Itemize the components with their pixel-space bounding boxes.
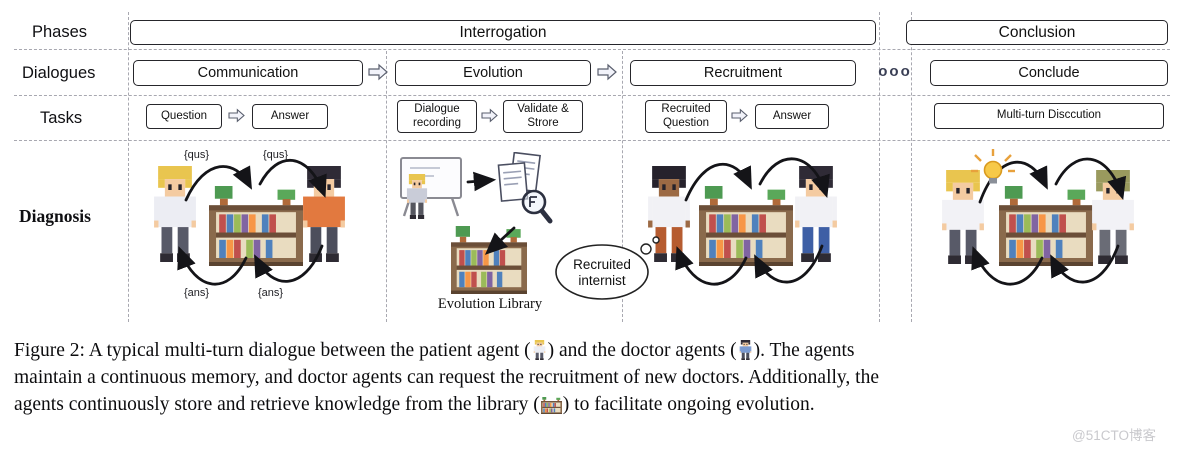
patient-agent-character	[942, 170, 984, 264]
divider-dialogues-tasks	[14, 95, 1170, 96]
ans-label-2: {ans}	[258, 287, 284, 299]
senior-doctor-character	[1092, 170, 1134, 264]
caption-text: Figure 2: A typical multi-turn dialogue …	[14, 340, 531, 361]
divider-evolution-recruitment	[622, 51, 623, 322]
bookshelf-icon	[999, 186, 1093, 266]
dialogue-box-communication: Communication	[133, 60, 363, 86]
dialogue-box-evolution: Evolution	[395, 60, 591, 86]
caption-line-2: maintain a continuous memory, and doctor…	[14, 367, 879, 388]
task-box-validate-store: Validate & Strore	[503, 100, 583, 133]
caption-text: agents continuously store and retrieve k…	[14, 394, 540, 415]
ans-label-1: {ans}	[184, 287, 210, 299]
qus-label-1: {qus}	[184, 149, 210, 161]
caption-line-3: agents continuously store and retrieve k…	[14, 394, 815, 416]
doctor-agent-character	[303, 166, 345, 262]
recorder-agent-character	[406, 174, 428, 219]
bubble-text-line2: internist	[578, 273, 626, 288]
task-box-answer: Answer	[252, 104, 328, 129]
bookshelf-icon	[209, 186, 303, 266]
doctor-agent-character	[795, 166, 837, 262]
caption-line-1: Figure 2: A typical multi-turn dialogue …	[14, 340, 855, 362]
divider-ellipsis-conclude	[911, 12, 912, 322]
caption-text: ) to facilitate ongoing evolution.	[562, 394, 815, 415]
flow-arrow-icon	[731, 108, 748, 123]
divider-labels-content	[128, 12, 129, 322]
library-icon	[540, 397, 562, 414]
evolution-library-shelf-icon	[451, 226, 527, 294]
dialogue-box-recruitment: Recruitment	[630, 60, 856, 86]
qus-label-2: {qus}	[263, 149, 289, 161]
bookshelf-icon	[699, 186, 793, 266]
dialogue-box-conclude: Conclude	[930, 60, 1168, 86]
doctor-agent-icon	[739, 340, 751, 360]
row-label-dialogues: Dialogues	[22, 64, 96, 82]
divider-recruitment-ellipsis	[879, 12, 880, 322]
patient-agent-icon	[533, 340, 545, 360]
divider-communication-evolution	[386, 51, 387, 322]
patient-agent-character	[154, 166, 196, 262]
caption-text: ). The agents	[753, 340, 855, 361]
flow-arrow-icon	[228, 108, 245, 123]
row-label-diagnosis: Diagnosis	[19, 206, 91, 226]
evolution-library-label: Evolution Library	[437, 296, 543, 312]
task-box-multi-turn-discussion: Multi-turn Disccution	[934, 103, 1164, 129]
phase-box-interrogation: Interrogation	[130, 20, 876, 45]
recruited-doctor-character	[648, 166, 690, 262]
flow-arrow-icon	[368, 63, 388, 81]
divider-tasks-diagnosis	[14, 140, 1170, 141]
divider-phases-dialogues	[14, 49, 1170, 50]
documents-magnifier-icon	[497, 152, 553, 224]
phase-box-conclusion: Conclusion	[906, 20, 1168, 45]
task-box-answer-2: Answer	[755, 104, 829, 129]
flow-arrow-icon	[481, 108, 498, 123]
watermark: @51CTO博客	[1072, 428, 1156, 443]
task-box-question: Question	[146, 104, 222, 129]
row-label-tasks: Tasks	[40, 109, 83, 127]
caption-text: ) and the doctor agents (	[547, 340, 737, 361]
task-box-recruited-question: Recruited Question	[645, 100, 727, 133]
row-label-phases: Phases	[32, 23, 88, 41]
flow-arrow-icon	[597, 63, 617, 81]
ellipsis-dots: ooo	[878, 63, 912, 80]
task-box-dialogue-recording: Dialogue recording	[397, 100, 477, 133]
